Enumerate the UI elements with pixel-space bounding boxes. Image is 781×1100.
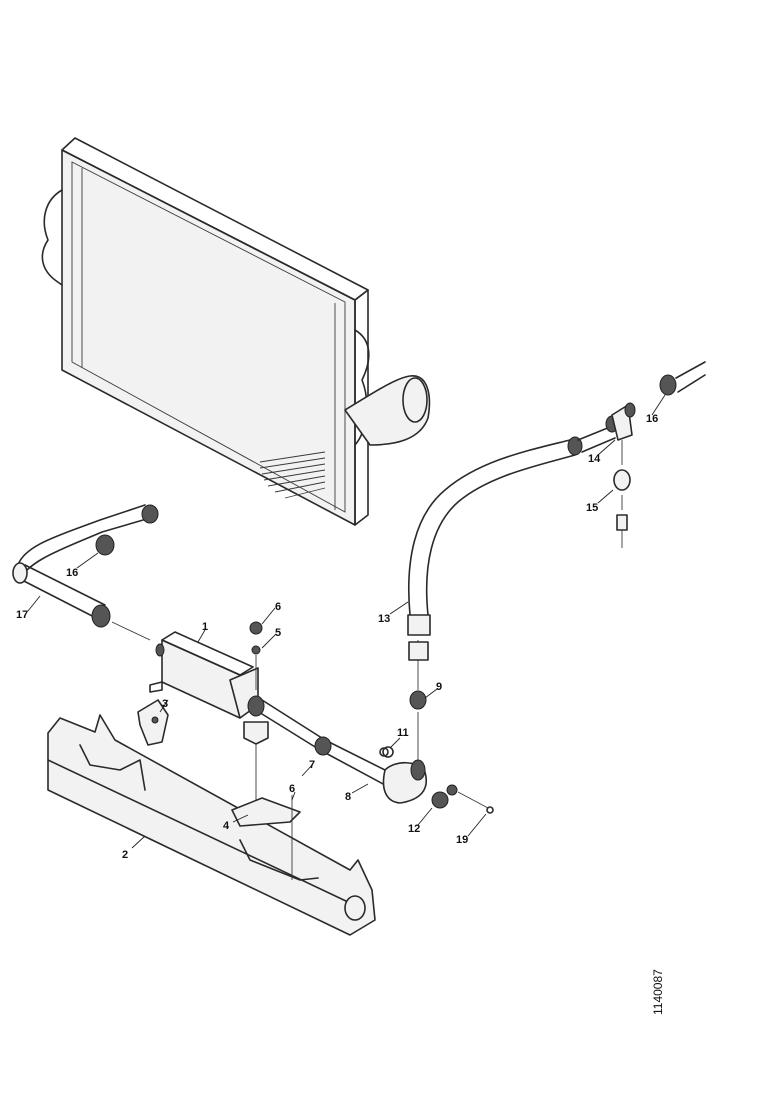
- callout-9: 9: [436, 681, 442, 693]
- callout-4: 4: [223, 820, 230, 832]
- crossmember-2: [47, 714, 376, 936]
- callout-19: 19: [456, 834, 468, 846]
- callout-12: 12: [408, 823, 420, 835]
- hose-13: [379, 436, 583, 760]
- right-pipe-8: [247, 695, 427, 804]
- callout-8: 8: [345, 791, 351, 803]
- callout-14: 14: [588, 453, 601, 465]
- leader-lines: [27, 394, 666, 849]
- callout-3: 3: [162, 698, 168, 710]
- fitting-12-19: [431, 784, 494, 814]
- radiator-fins: [259, 451, 326, 499]
- callout-16-right: 16: [646, 413, 658, 425]
- callout-2: 2: [122, 849, 128, 861]
- callout-11: 11: [397, 727, 409, 739]
- cooler-body: [149, 631, 259, 719]
- fittings-14-15-16: [577, 361, 706, 548]
- callout-1: 1: [202, 621, 208, 633]
- callout-13: 13: [378, 613, 390, 625]
- intercooler-radiator: [41, 137, 431, 526]
- callout-5: 5: [275, 627, 281, 639]
- callout-16-left: 16: [66, 567, 78, 579]
- callouts: 1 2 3 4 5 6 7 6 8 9 11 12 13 14 15 16 16…: [16, 413, 658, 861]
- reference-number: 1140087: [651, 969, 665, 1015]
- callout-6b: 6: [289, 783, 295, 795]
- callout-17: 17: [16, 609, 28, 621]
- callout-6: 6: [275, 601, 281, 613]
- left-pipe: [12, 504, 159, 641]
- callout-7: 7: [309, 759, 315, 771]
- callout-15: 15: [586, 502, 598, 514]
